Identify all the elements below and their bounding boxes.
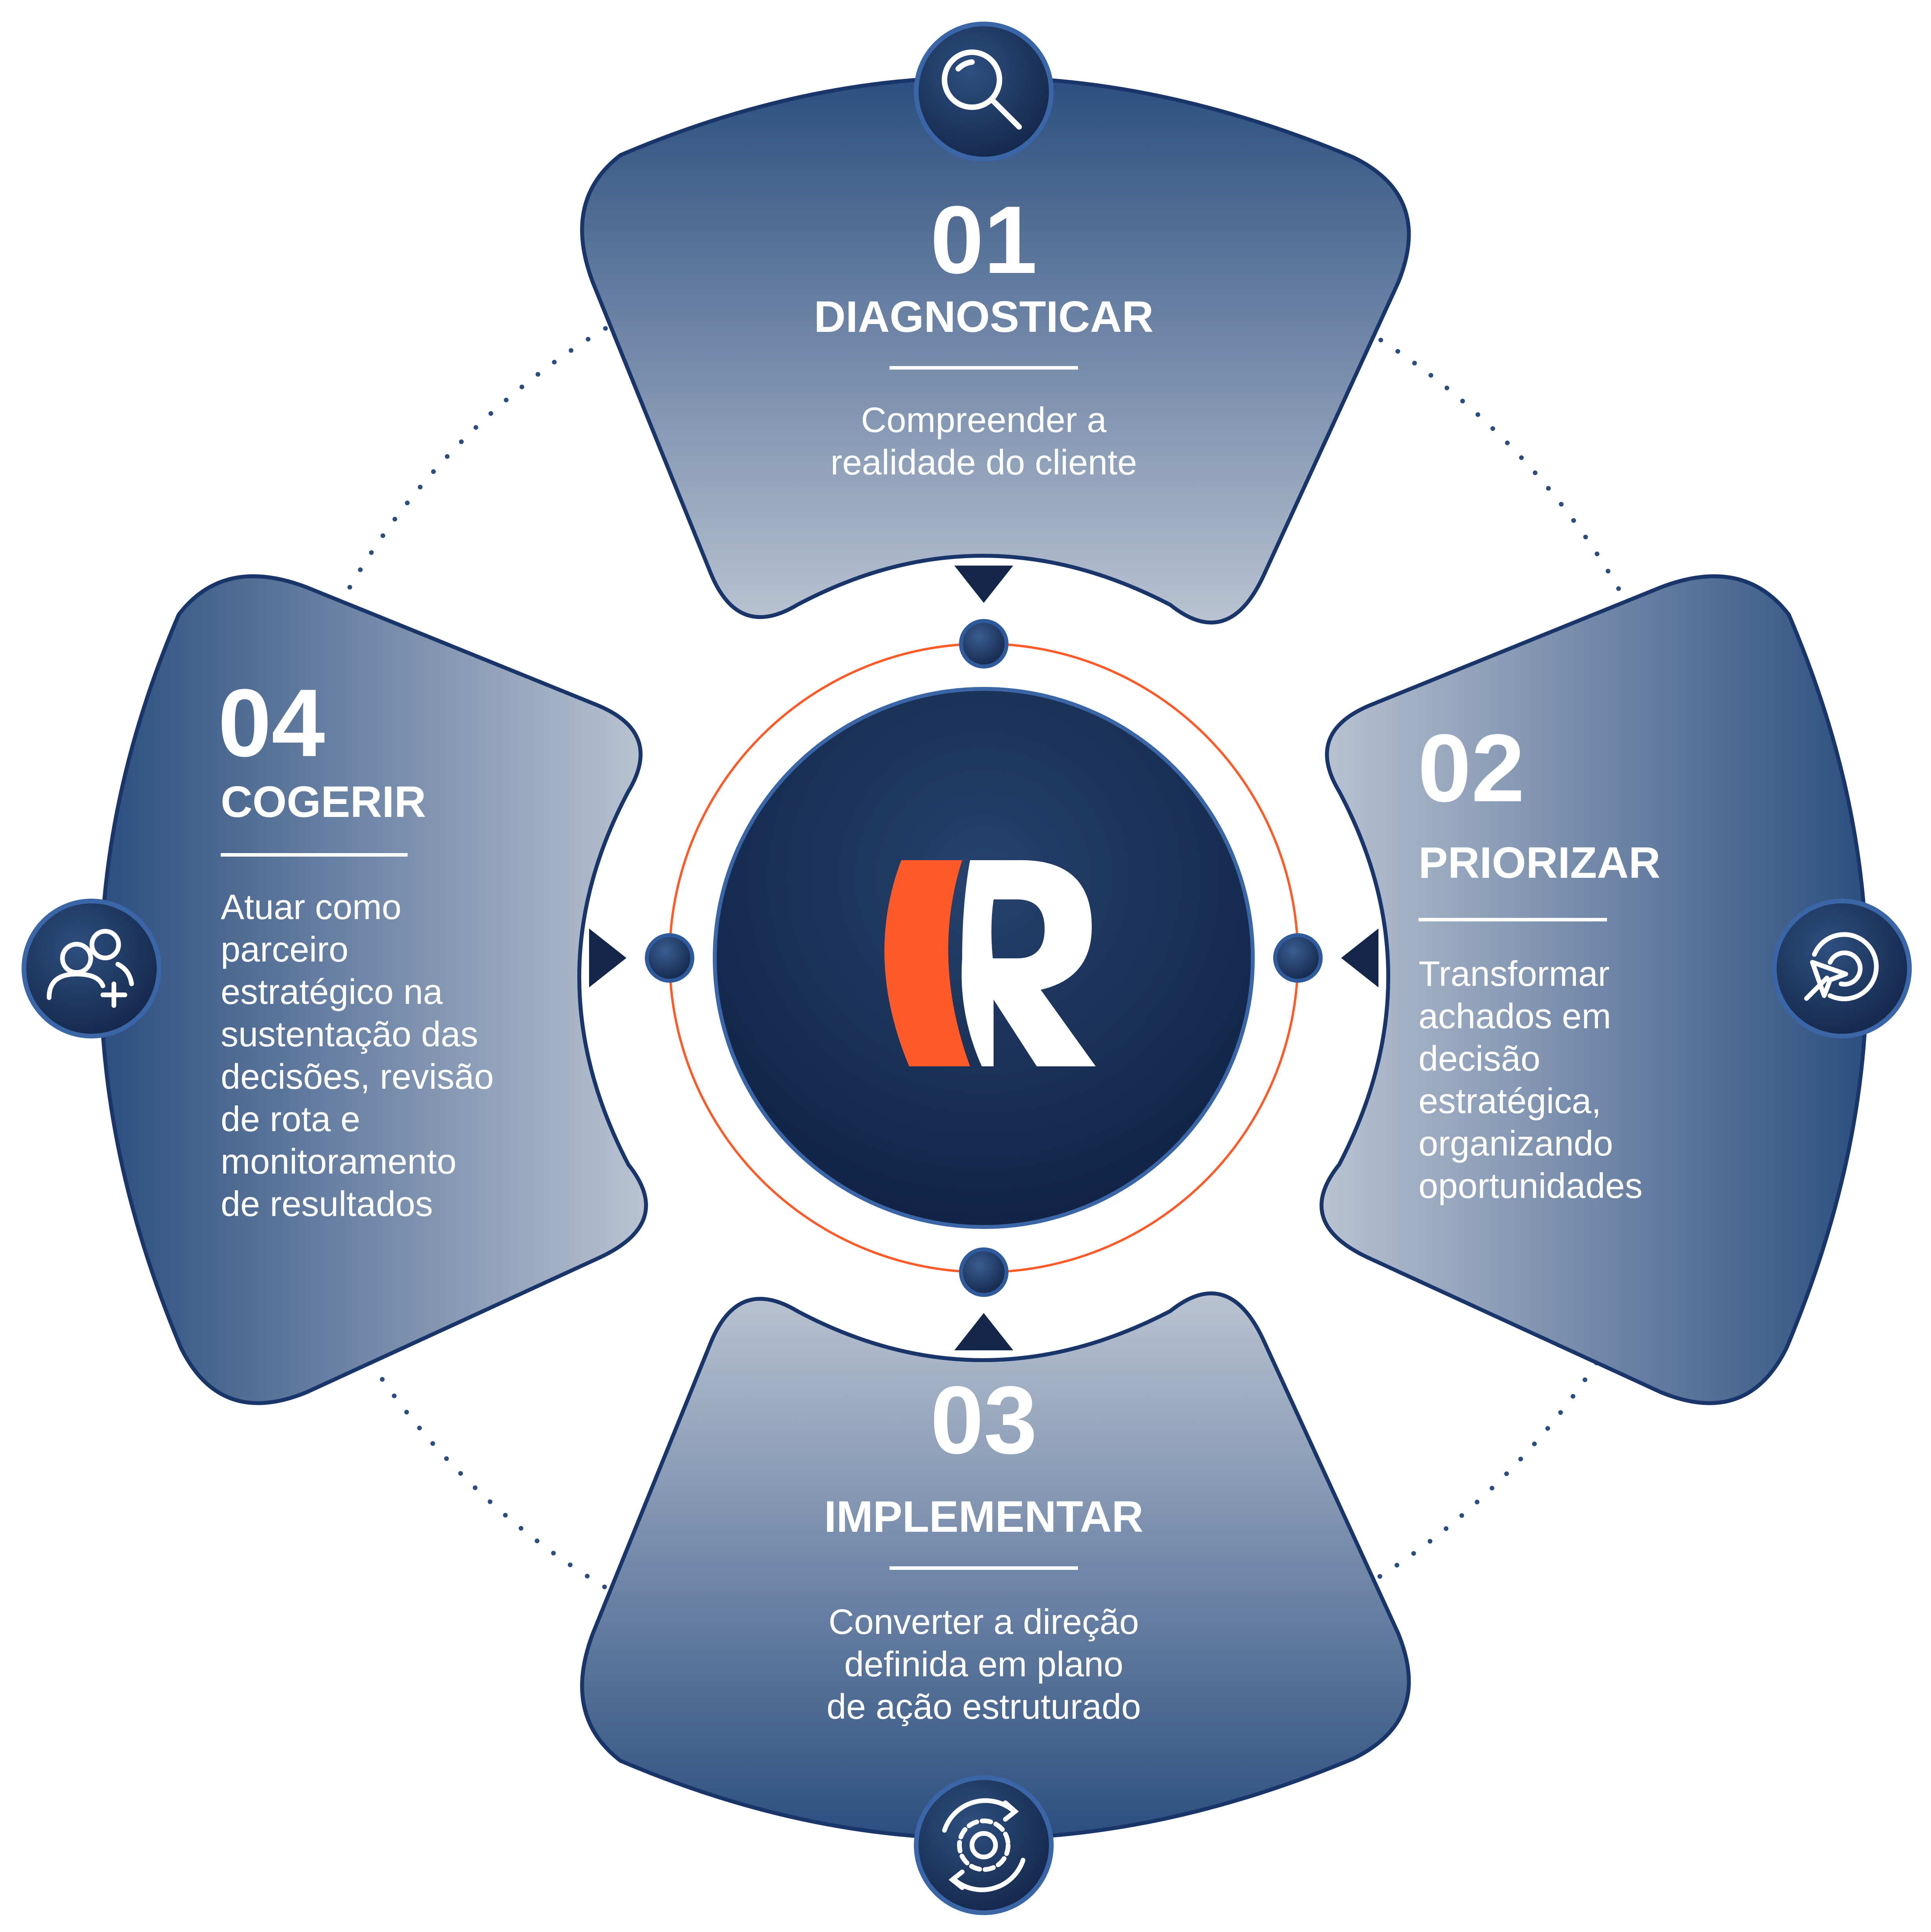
petal-top: [580, 75, 1411, 624]
title-underline: [221, 853, 408, 857]
target-cursor-icon: [1804, 932, 1879, 1002]
description-line: achados em: [1419, 997, 1611, 1036]
description-line: realidade do cliente: [831, 443, 1137, 482]
step-title: PRIORIZAR: [1419, 838, 1660, 887]
description-line: sustentação das: [221, 1015, 478, 1054]
title-underline: [1419, 918, 1607, 921]
step-number: 02: [1418, 714, 1525, 822]
petal-left: [99, 574, 648, 1405]
description-line: Atuar como: [221, 888, 401, 927]
description-line: organizando: [1419, 1124, 1613, 1163]
petal-bottom: [580, 1291, 1411, 1841]
center-logo: [713, 687, 1255, 1229]
node-top: [959, 619, 1009, 668]
description-line: de ação estruturado: [827, 1687, 1141, 1727]
description-line: definida em plano: [844, 1645, 1124, 1684]
description-line: parceiro: [221, 930, 348, 969]
description-line: de rota e: [221, 1100, 360, 1139]
badge-bottom: [914, 1775, 1054, 1915]
node-right: [1273, 933, 1323, 983]
description-line: oportunidades: [1419, 1167, 1642, 1206]
badge-right: [1772, 899, 1912, 1038]
description-line: Transformar: [1419, 954, 1610, 994]
description-line: estratégica,: [1419, 1082, 1601, 1121]
search-icon: [942, 49, 1022, 130]
badge-top: [914, 22, 1054, 161]
users-add-icon: [47, 929, 134, 1008]
description-line: de resultados: [221, 1185, 433, 1224]
title-underline: [890, 366, 1078, 370]
node-bottom: [959, 1247, 1009, 1297]
step-title: COGERIR: [221, 777, 426, 826]
description-line: estratégico na: [221, 972, 443, 1012]
node-left: [645, 933, 694, 983]
step-number: 01: [930, 186, 1038, 293]
step-number: 03: [930, 1366, 1038, 1474]
description-line: monitoramento: [221, 1142, 456, 1181]
description-line: Converter a direção: [829, 1602, 1139, 1642]
badge-left: [22, 899, 161, 1038]
description-line: Compreender a: [861, 401, 1107, 440]
step-number: 04: [218, 669, 325, 776]
description-line: decisões, revisão: [221, 1057, 494, 1097]
description-line: decisão: [1419, 1039, 1540, 1079]
step-title: DIAGNOSTICAR: [814, 292, 1154, 341]
gear-cycle-icon: [942, 1798, 1025, 1892]
r-logo-icon: [884, 860, 1096, 1066]
step-title: IMPLEMENTAR: [824, 1492, 1144, 1541]
petal-right: [1320, 574, 1869, 1405]
title-underline: [890, 1566, 1078, 1570]
connector-nodes: [645, 619, 1323, 1297]
